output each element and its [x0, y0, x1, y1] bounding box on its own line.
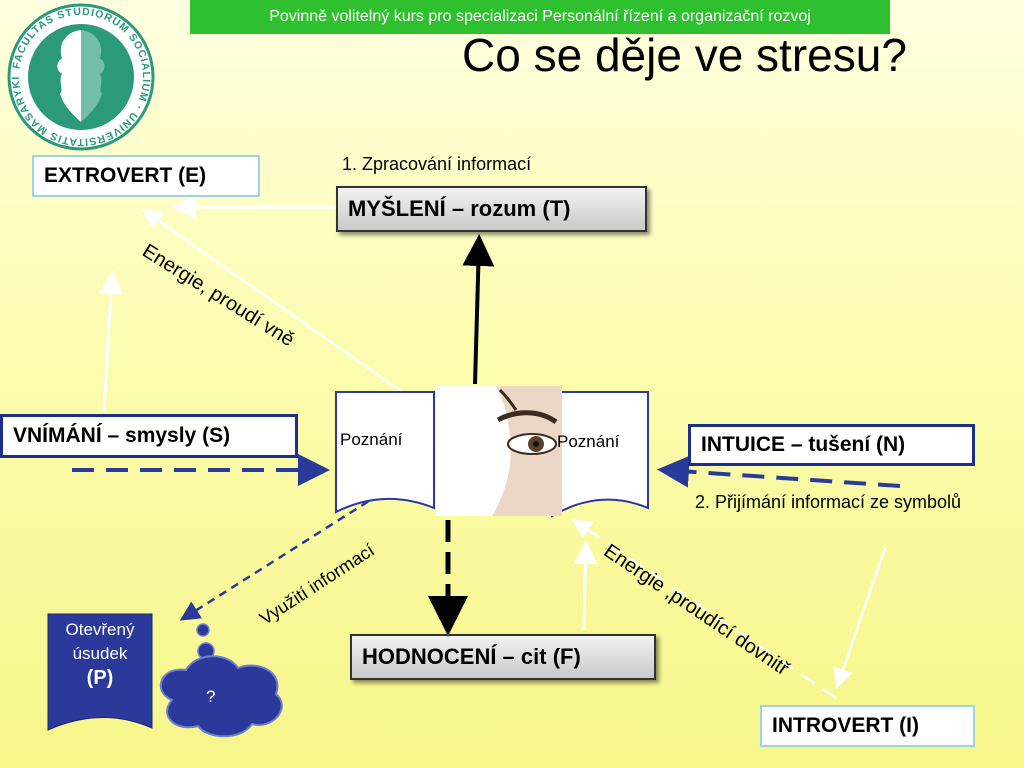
otevreny-usudek: Otevřený úsudek (P) — [48, 618, 152, 690]
faculty-logo: FACULTAS STUDIORUM SOCIALIUM · UNIVERSIT… — [2, 2, 155, 151]
label-prijimani: 2. Přijímání informací ze symbolů — [694, 492, 962, 512]
arrow-energie-inward — [571, 519, 837, 700]
cloud-question-mark: ? — [206, 687, 216, 706]
poznani-document-left — [335, 391, 435, 514]
hodnoceni-box: HODNOCENÍ – cit (F) — [350, 634, 656, 680]
otevreny-line1: Otevřený — [65, 620, 135, 639]
arrow-intuice-to-introvert — [833, 547, 887, 689]
arrow-intuice-to-poznani — [657, 455, 901, 488]
thought-cloud — [159, 655, 283, 738]
arrow-up-to-poznani — [573, 540, 598, 631]
face-image — [436, 386, 562, 516]
label-zpracovani: 1. Zpracování informací — [342, 154, 532, 174]
introvert-box: INTROVERT (I) — [760, 705, 975, 747]
thought-bubble-small — [196, 623, 210, 637]
otevreny-letter: (P) — [86, 667, 114, 689]
arrow-poznani-to-usudek — [179, 492, 381, 621]
arrow-vnimani-to-extrovert — [98, 270, 123, 413]
vnimani-box: VNÍMÁNÍ – smysly (S) — [0, 414, 298, 458]
poznani-document-right — [551, 391, 649, 518]
otevreny-line2: úsudek — [72, 644, 128, 663]
extrovert-box: EXTROVERT (E) — [32, 155, 260, 197]
intuice-box: INTUICE – tušení (N) — [688, 424, 975, 466]
label-poznani-left: Poznání — [340, 430, 403, 449]
usudek-document — [47, 613, 153, 731]
arrow-center-to-mysleni — [462, 234, 495, 385]
mysleni-box: MYŠLENÍ – rozum (T) — [336, 186, 647, 232]
course-banner: Povinně volitelný kurs pro specializaci … — [190, 0, 890, 34]
label-poznani-right: Poznání — [557, 432, 620, 451]
arrow-poznani-to-extrovert — [141, 209, 403, 394]
slide-title: Co se děje ve stresu? — [462, 29, 907, 81]
